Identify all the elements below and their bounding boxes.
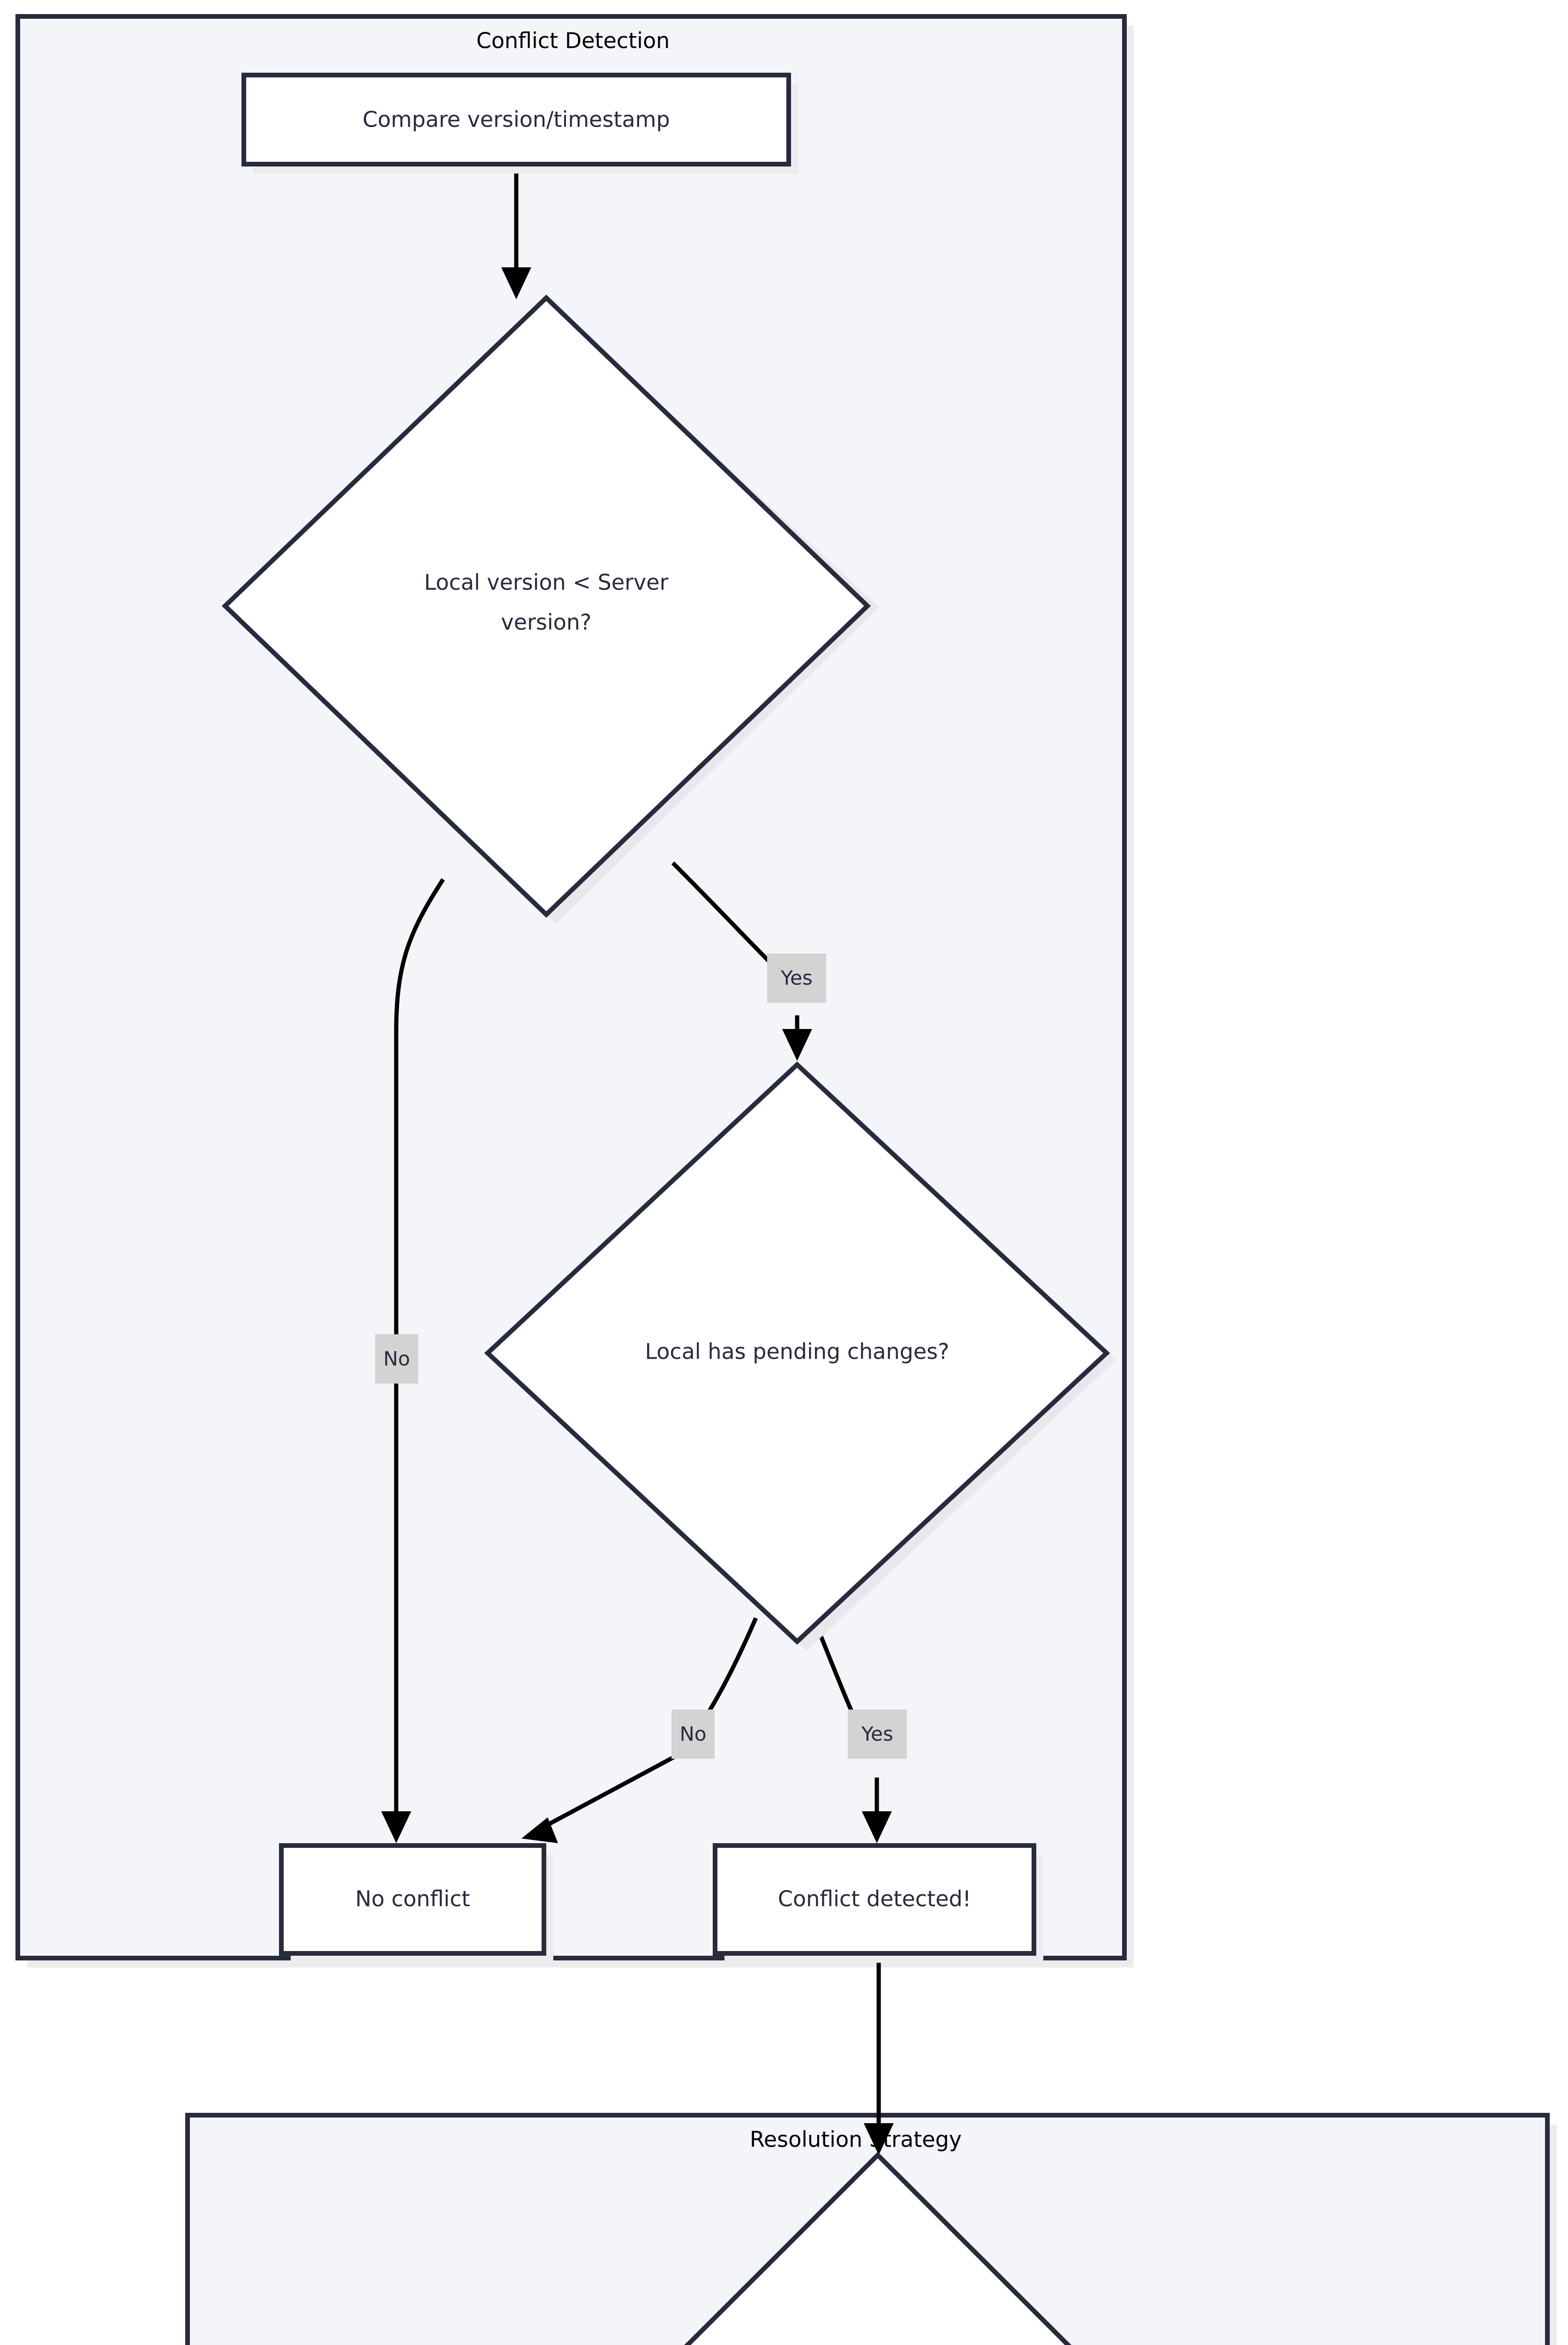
node-diamond-shape xyxy=(221,295,871,918)
node-label-compare: Compare version/timestamp xyxy=(362,107,670,132)
node-conflict-detected[interactable]: Conflict detected! xyxy=(713,1843,1043,1963)
cluster-conflict-detection: Conflict Detection xyxy=(15,14,1134,1967)
edge-label-text-version-no: No xyxy=(383,1347,410,1370)
node-label-no-conflict: No conflict xyxy=(355,1886,470,1912)
node-box xyxy=(713,1843,1036,1956)
node-version-check[interactable]: Local version < Server version? xyxy=(221,295,879,924)
node-resolution-type[interactable]: Resolution type? xyxy=(654,2151,1116,2345)
node-diamond-shape xyxy=(484,1061,1110,1645)
edge-label-background xyxy=(767,953,826,1003)
edge-label-background xyxy=(848,1710,907,1759)
edge-version-check-to-no-conflict xyxy=(381,878,445,1843)
node-pending-check[interactable]: Local has pending changes? xyxy=(484,1061,1116,1651)
node-label-conflict-detected: Conflict detected! xyxy=(778,1886,971,1912)
cluster-title-conflict-detection: Conflict Detection xyxy=(476,28,670,53)
node-label-version-check-line2: version? xyxy=(501,610,592,635)
edge-compare-to-version-check xyxy=(501,170,531,299)
edge-label-text-version-yes: Yes xyxy=(780,967,813,990)
node-label-version-check-line1: Local version < Server xyxy=(424,570,669,595)
node-box xyxy=(241,73,791,166)
node-compare-version-timestamp[interactable]: Compare version/timestamp xyxy=(241,73,798,174)
edge-label-version-yes: Yes xyxy=(767,953,826,1003)
node-diamond-shape xyxy=(684,2151,1071,2345)
cluster-title-resolution-strategy: Resolution Strategy xyxy=(750,2127,962,2152)
node-label-pending-check: Local has pending changes? xyxy=(645,1339,949,1364)
edge-label-version-no: No xyxy=(375,1334,418,1384)
edge-label-background xyxy=(671,1710,715,1759)
node-box xyxy=(279,1843,546,1956)
edge-label-text-pending-yes: Yes xyxy=(861,1723,893,1746)
edge-label-text-pending-no: No xyxy=(679,1723,706,1746)
cluster-conflict-detection-box xyxy=(15,14,1127,1960)
edge-label-pending-yes: Yes xyxy=(848,1710,907,1759)
edge-label-background xyxy=(375,1334,418,1384)
edge-label-pending-no: No xyxy=(671,1710,715,1759)
node-no-conflict[interactable]: No conflict xyxy=(279,1843,553,1963)
